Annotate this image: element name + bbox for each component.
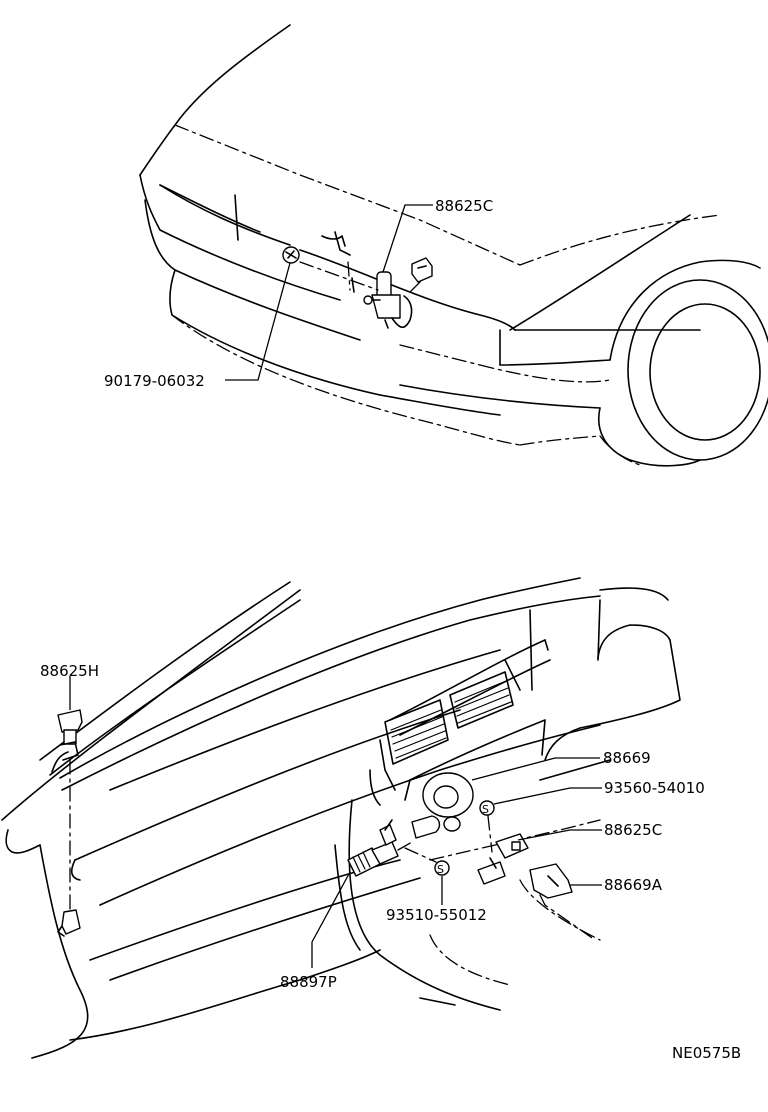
label-washer-nozzle-front: 88625C xyxy=(435,197,493,215)
vent-left-icon xyxy=(384,699,449,765)
hose-clip-front-icon xyxy=(282,246,300,264)
washer-nozzle-front-icon xyxy=(299,261,413,329)
grommet-icon xyxy=(411,772,474,839)
front-car-view xyxy=(139,24,768,467)
vent-right-icon xyxy=(449,671,514,729)
callout-93560-54010: 93560-54010 xyxy=(493,779,705,805)
screw-upper-marker: S xyxy=(482,803,489,816)
label-washer-nozzle-pillar: 88625H xyxy=(40,662,99,680)
figure-code: NE0575B xyxy=(672,1044,741,1062)
washer-nozzle-pillar-icon xyxy=(57,709,83,937)
clip-icon xyxy=(529,863,596,941)
screw-lower-icon: S xyxy=(404,847,450,876)
label-clip: 88669A xyxy=(604,876,663,894)
label-grommet: 88669 xyxy=(603,749,651,767)
label-screw-upper: 93560-54010 xyxy=(604,779,705,797)
callout-88625C-top: 88625C xyxy=(382,197,493,273)
front-hose-plug-icon xyxy=(409,257,433,293)
label-screw-lower: 93510-55012 xyxy=(386,906,487,924)
dashboard-view xyxy=(1,577,681,1059)
screw-upper-icon: S xyxy=(479,800,495,816)
callout-88897P: 88897P xyxy=(280,871,351,991)
connector-icon xyxy=(347,819,413,877)
label-connector: 88897P xyxy=(280,973,337,991)
callout-88669A: 88669A xyxy=(570,876,663,894)
label-washer-nozzle-dash: 88625C xyxy=(604,821,662,839)
washer-nozzle-dash-icon xyxy=(477,833,529,885)
label-hose-clip-front: 90179-06032 xyxy=(104,372,205,390)
callout-93510-55012: 93510-55012 xyxy=(386,876,487,924)
screw-lower-marker: S xyxy=(437,863,444,876)
callout-88669: 88669 xyxy=(471,749,651,781)
callout-88625C-bottom: 88625C xyxy=(517,821,662,841)
callout-90179-06032: 90179-06032 xyxy=(104,262,291,390)
callout-88625H: 88625H xyxy=(40,662,99,710)
